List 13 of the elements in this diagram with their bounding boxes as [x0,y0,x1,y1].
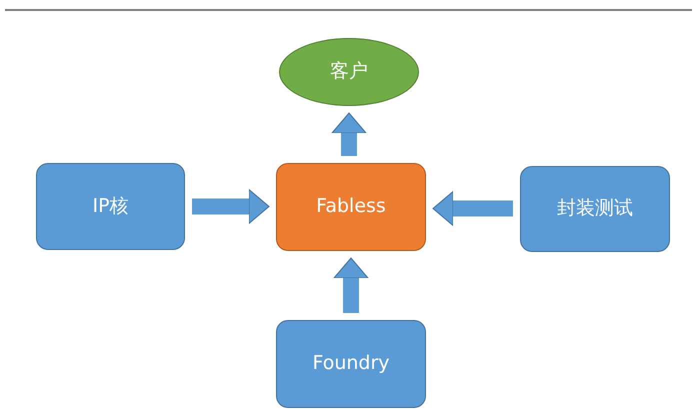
block-arrow [192,189,270,224]
block-arrow [432,191,513,226]
process-box [276,320,426,408]
process-box [36,163,185,250]
process-box [520,166,670,252]
block-arrow [334,258,368,313]
node-label: 客户 [330,60,368,84]
node-label: Foundry [312,352,390,376]
node-label: 封装测试 [557,197,633,221]
process-box [276,163,426,251]
node-label: Fabless [316,195,386,219]
node-label: IP核 [92,194,129,218]
block-arrow [332,112,366,156]
